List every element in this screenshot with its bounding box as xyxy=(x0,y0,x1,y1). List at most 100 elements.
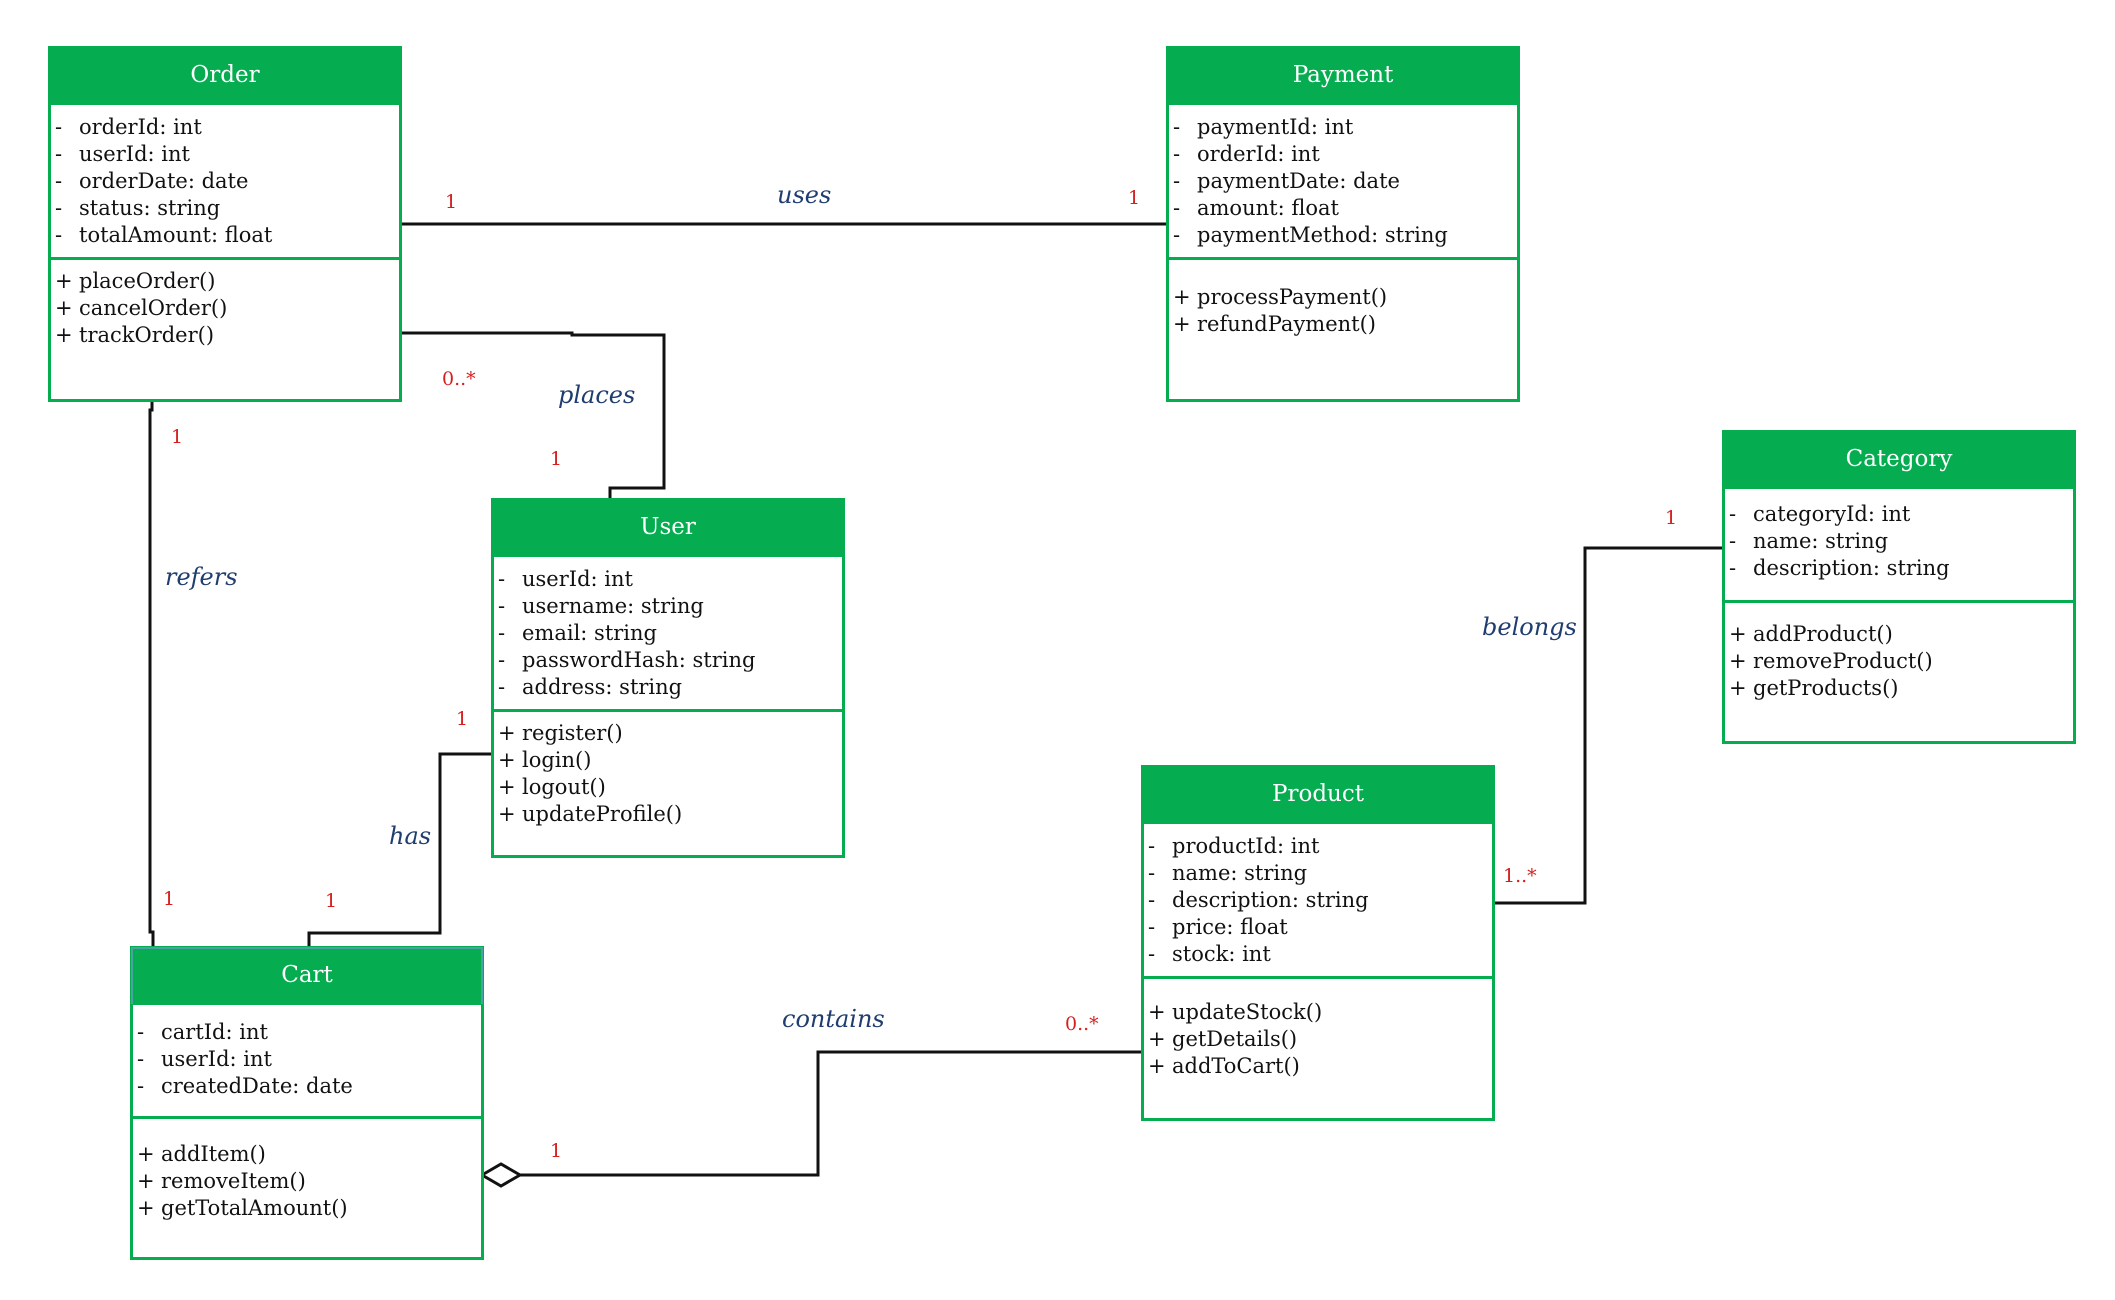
member-text: paymentMethod: string xyxy=(1197,223,1448,247)
member-text: cartId: int xyxy=(161,1020,268,1044)
class-order[interactable]: Order -orderId: int-userId: int-orderDat… xyxy=(48,46,402,402)
class-user-name: User xyxy=(494,501,842,554)
member-visibility: - xyxy=(498,648,506,672)
member-text: description: string xyxy=(1172,888,1369,912)
member-visibility: - xyxy=(1173,142,1181,166)
member-visibility: + xyxy=(55,296,73,320)
member-text: name: string xyxy=(1753,529,1889,553)
label-places: places xyxy=(558,381,635,409)
member-visibility: + xyxy=(1173,312,1191,336)
class-payment[interactable]: Payment -paymentId: int-orderId: int-pay… xyxy=(1166,46,1520,402)
member-visibility: + xyxy=(498,721,516,745)
member-text: categoryId: int xyxy=(1753,502,1911,526)
class-member: +updateStock() xyxy=(1148,999,1492,1026)
member-visibility: - xyxy=(1173,115,1181,139)
class-category-attributes: -categoryId: int-name: string-descriptio… xyxy=(1725,486,2073,603)
member-text: name: string xyxy=(1172,861,1308,885)
mult-belongs-product: 1..* xyxy=(1503,865,1537,887)
aggregation-diamond xyxy=(479,1162,523,1188)
member-text: placeOrder() xyxy=(79,269,216,293)
class-member: -status: string xyxy=(55,195,399,222)
class-member: -totalAmount: float xyxy=(55,222,399,249)
class-cart-methods: +addItem()+removeItem()+getTotalAmount() xyxy=(133,1119,481,1257)
mult-uses-order: 1 xyxy=(445,191,457,213)
member-text: addProduct() xyxy=(1753,622,1893,646)
class-member: -address: string xyxy=(498,674,842,701)
member-text: totalAmount: float xyxy=(79,223,273,247)
member-visibility: - xyxy=(137,1074,145,1098)
label-refers: refers xyxy=(165,563,238,591)
class-order-methods: +placeOrder()+cancelOrder()+trackOrder() xyxy=(51,260,399,399)
member-visibility: + xyxy=(1148,1054,1166,1078)
member-text: status: string xyxy=(79,196,221,220)
class-member: +logout() xyxy=(498,774,842,801)
member-text: addToCart() xyxy=(1172,1054,1300,1078)
mult-places-order: 0..* xyxy=(442,368,476,390)
class-member: +addToCart() xyxy=(1148,1053,1492,1080)
member-text: refundPayment() xyxy=(1197,312,1376,336)
member-visibility: - xyxy=(1729,502,1737,526)
class-member: -orderId: int xyxy=(55,114,399,141)
member-visibility: - xyxy=(55,115,63,139)
member-text: username: string xyxy=(522,594,704,618)
mult-contains-product: 0..* xyxy=(1065,1013,1099,1035)
class-order-attributes: -orderId: int-userId: int-orderDate: dat… xyxy=(51,102,399,260)
member-visibility: + xyxy=(498,748,516,772)
label-contains: contains xyxy=(782,1005,885,1033)
mult-refers-order: 1 xyxy=(171,426,183,448)
member-text: userId: int xyxy=(79,142,190,166)
class-category[interactable]: Category -categoryId: int-name: string-d… xyxy=(1722,430,2076,744)
class-product[interactable]: Product -productId: int-name: string-des… xyxy=(1141,765,1495,1121)
member-text: getProducts() xyxy=(1753,676,1899,700)
member-text: removeProduct() xyxy=(1753,649,1933,673)
label-has: has xyxy=(389,822,431,850)
label-uses: uses xyxy=(777,181,831,209)
edge-has xyxy=(307,752,493,947)
member-text: login() xyxy=(522,748,592,772)
class-user[interactable]: User -userId: int-username: string-email… xyxy=(491,498,845,858)
class-user-methods: +register()+login()+logout()+updateProfi… xyxy=(494,712,842,855)
class-member: +refundPayment() xyxy=(1173,311,1517,338)
class-member: -description: string xyxy=(1729,555,2073,582)
member-text: paymentId: int xyxy=(1197,115,1354,139)
mult-has-user: 1 xyxy=(456,708,468,730)
label-belongs: belongs xyxy=(1482,613,1577,641)
member-text: paymentDate: date xyxy=(1197,169,1400,193)
edge-refers xyxy=(148,402,155,947)
class-member: -amount: float xyxy=(1173,195,1517,222)
member-visibility: + xyxy=(498,775,516,799)
member-visibility: - xyxy=(498,567,506,591)
member-visibility: + xyxy=(498,802,516,826)
class-member: +register() xyxy=(498,720,842,747)
member-text: cancelOrder() xyxy=(79,296,228,320)
member-visibility: - xyxy=(1729,529,1737,553)
class-order-name: Order xyxy=(51,49,399,102)
member-text: register() xyxy=(522,721,623,745)
member-text: removeItem() xyxy=(161,1169,306,1193)
member-visibility: - xyxy=(137,1047,145,1071)
member-visibility: - xyxy=(1173,223,1181,247)
class-product-name: Product xyxy=(1144,768,1492,821)
class-user-attributes: -userId: int-username: string-email: str… xyxy=(494,554,842,712)
class-category-name: Category xyxy=(1725,433,2073,486)
class-cart[interactable]: Cart -cartId: int-userId: int-createdDat… xyxy=(130,946,484,1260)
class-member: +processPayment() xyxy=(1173,284,1517,311)
class-member: -name: string xyxy=(1148,860,1492,887)
edge-contains xyxy=(520,1050,1143,1177)
class-cart-attributes: -cartId: int-userId: int-createdDate: da… xyxy=(133,1002,481,1119)
member-visibility: - xyxy=(1729,556,1737,580)
mult-belongs-category: 1 xyxy=(1665,507,1677,529)
mult-has-cart: 1 xyxy=(325,890,337,912)
mult-places-user: 1 xyxy=(550,448,562,470)
member-visibility: - xyxy=(55,169,63,193)
member-visibility: - xyxy=(1148,861,1156,885)
member-text: passwordHash: string xyxy=(522,648,756,672)
member-visibility: - xyxy=(1148,915,1156,939)
class-category-methods: +addProduct()+removeProduct()+getProduct… xyxy=(1725,603,2073,741)
member-text: logout() xyxy=(522,775,606,799)
edge-places xyxy=(400,331,666,500)
class-member: -orderId: int xyxy=(1173,141,1517,168)
class-member: -username: string xyxy=(498,593,842,620)
class-member: +getTotalAmount() xyxy=(137,1195,481,1222)
class-product-methods: +updateStock()+getDetails()+addToCart() xyxy=(1144,979,1492,1118)
